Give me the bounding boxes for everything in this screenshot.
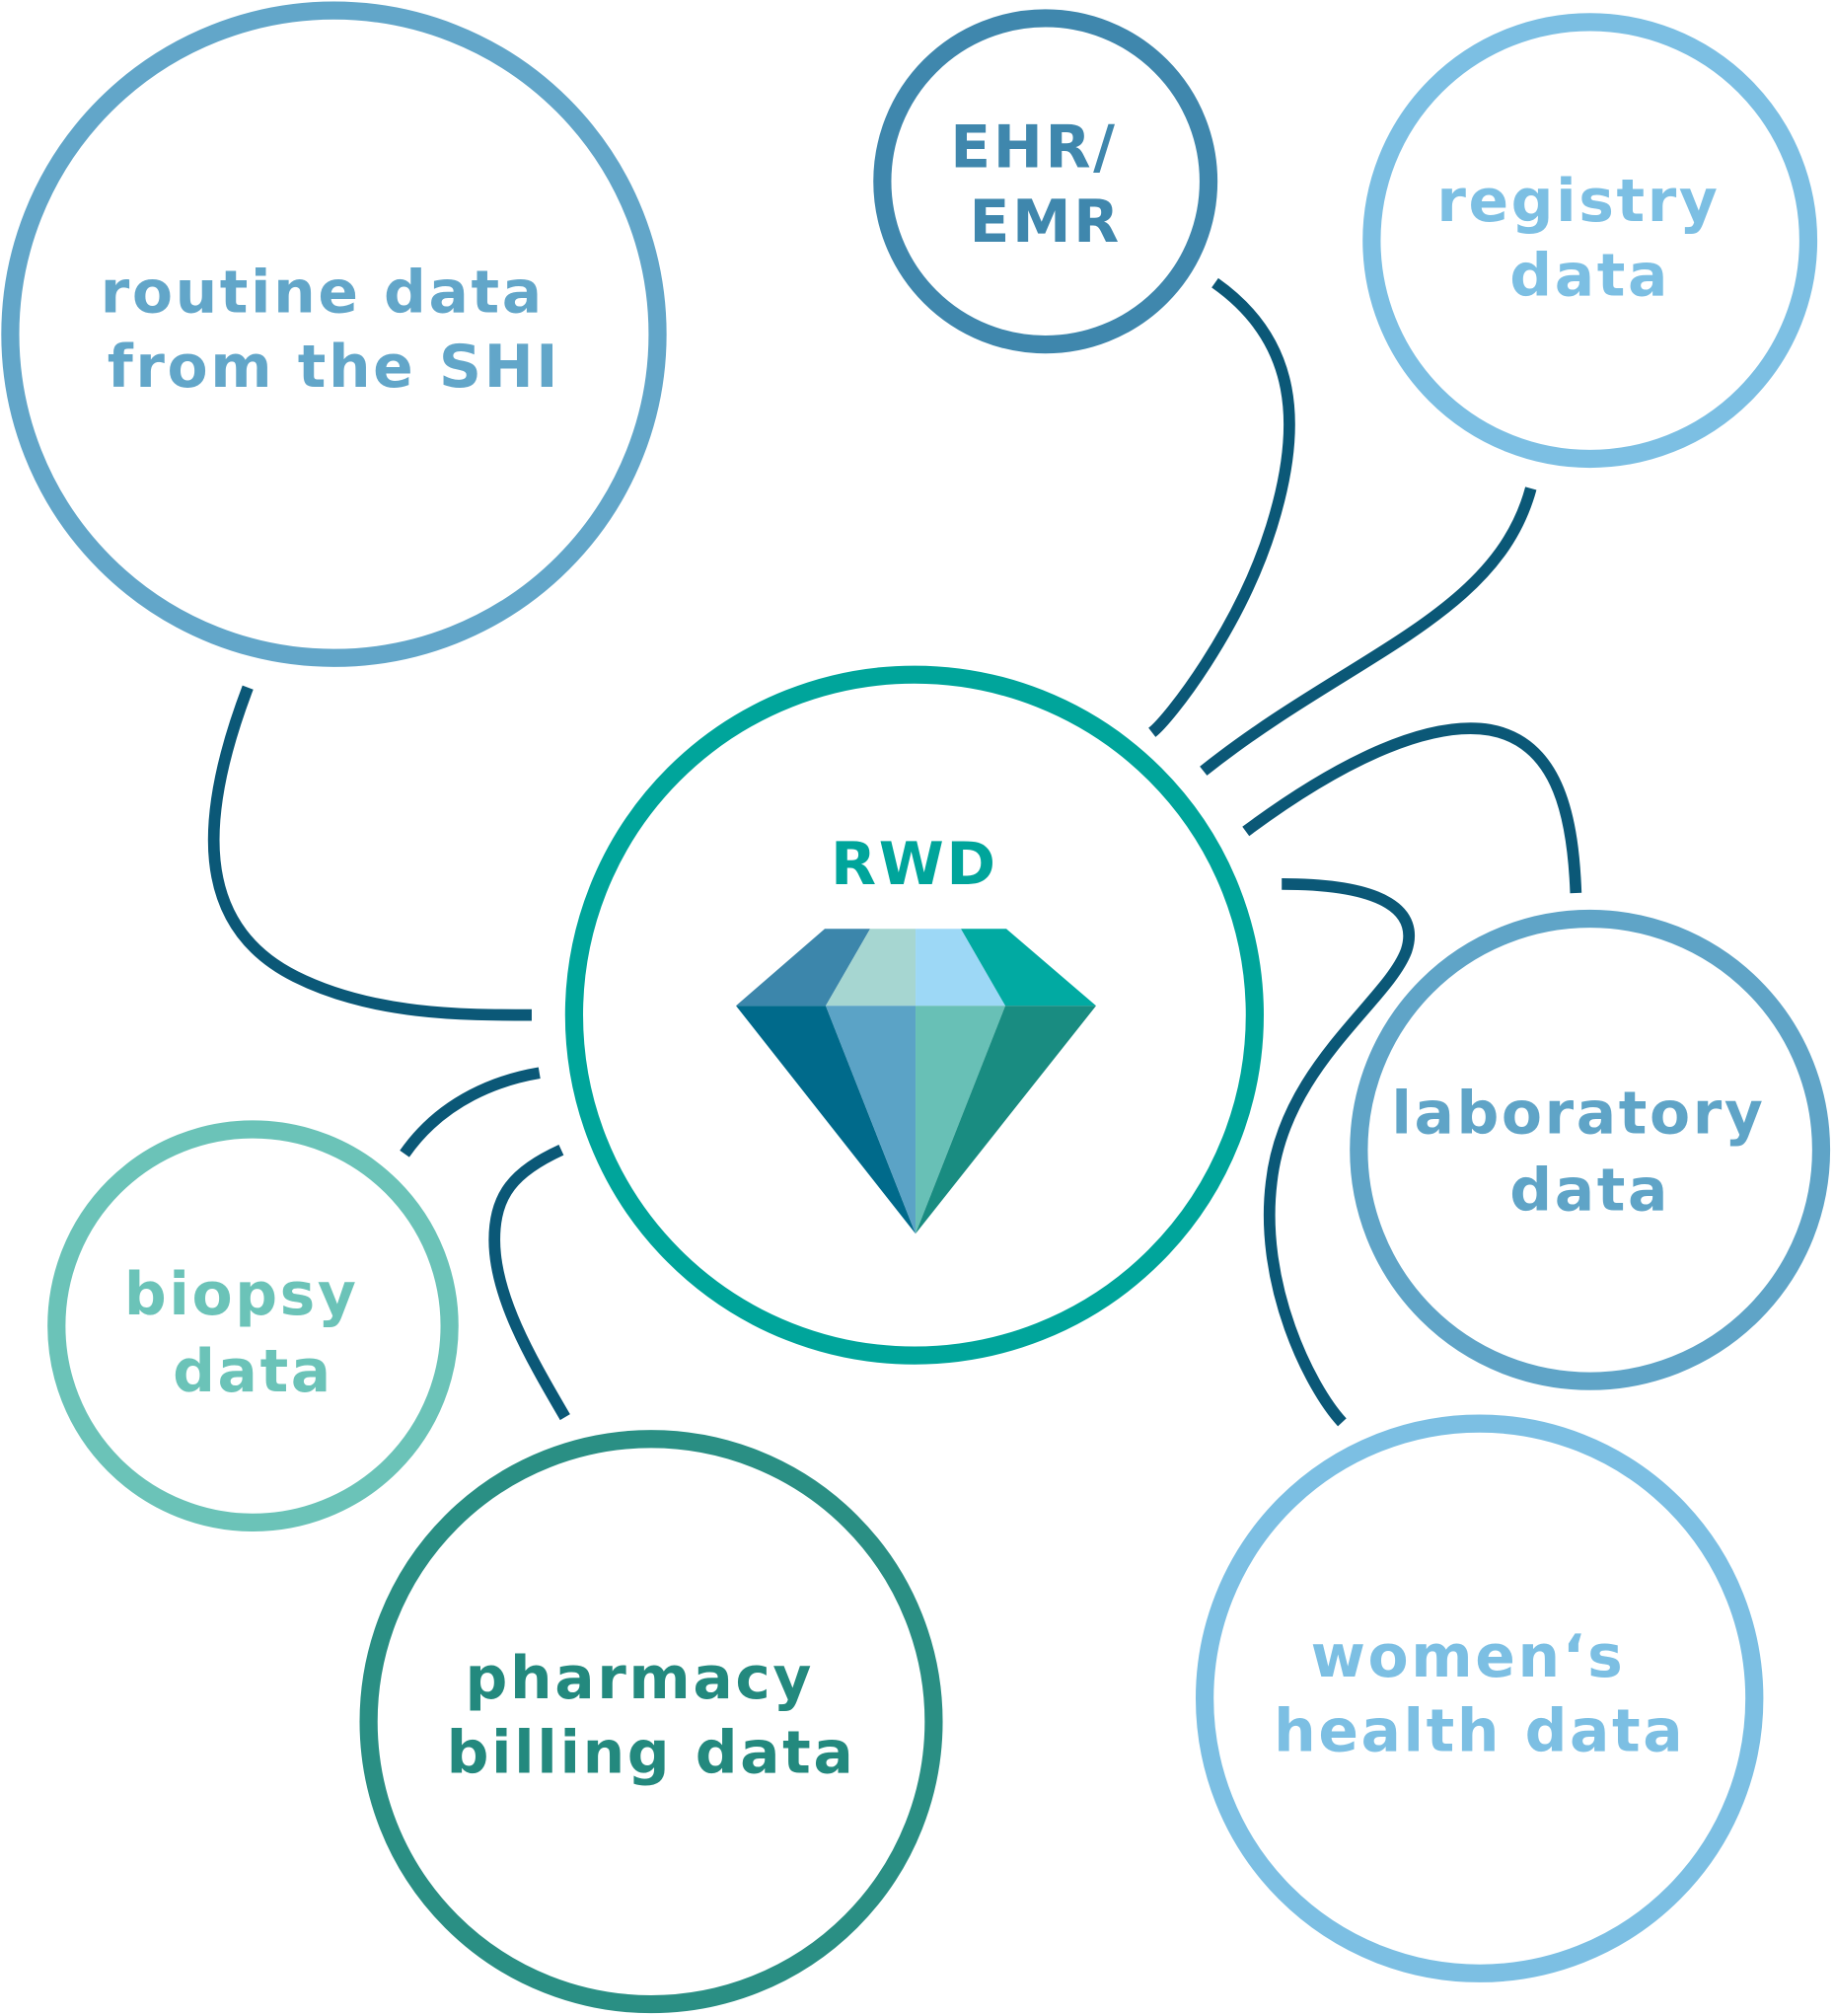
- center-rwd-circle: [564, 665, 1264, 1365]
- node-routine-circle: [1, 1, 667, 667]
- node-registry-label: registry data: [1436, 167, 1743, 311]
- connector-womens: [1263, 878, 1416, 1427]
- connector-biopsy: [400, 1067, 541, 1157]
- connector-routine: [207, 685, 532, 1021]
- node-biopsy-label: biopsy data: [124, 1260, 382, 1406]
- connector-registry: [1200, 486, 1537, 776]
- node-laboratory-circle: [1350, 909, 1831, 1390]
- connector-pharmacy: [488, 1145, 570, 1421]
- node-ehr-label: EHR/ EMR: [950, 112, 1140, 257]
- node-pharmacy-label: pharmacy billing data: [447, 1644, 856, 1788]
- node-pharmacy-circle: [359, 1430, 943, 2014]
- diamond-icon: [736, 929, 1097, 1234]
- connector-ehr: [1147, 277, 1295, 737]
- node-registry-circle: [1362, 13, 1818, 469]
- connector-laboratory: [1242, 722, 1582, 894]
- node-ehr-circle: [873, 9, 1218, 354]
- node-laboratory-label: laboratory data: [1391, 1079, 1789, 1225]
- node-biopsy-circle: [47, 1120, 459, 1531]
- node-womens-circle: [1195, 1414, 1764, 1982]
- node-womens-label: women‘s health data: [1274, 1622, 1685, 1766]
- node-routine-label: routine data from the SHI: [101, 259, 568, 403]
- center-rwd-label: RWD: [831, 830, 998, 899]
